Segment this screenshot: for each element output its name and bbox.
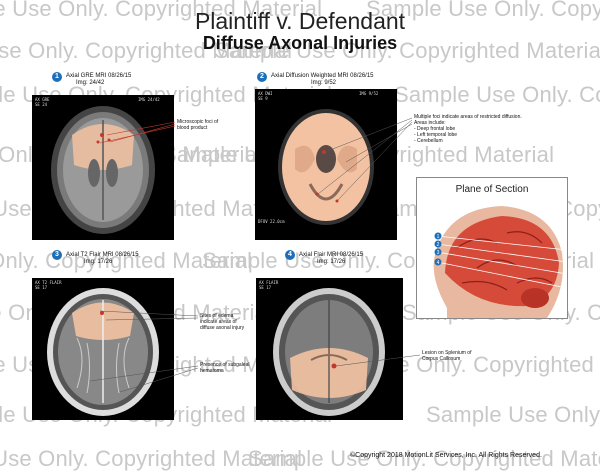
panel-2-note: Multiple foci indicate areas of restrict… [414,114,522,144]
page-title: Plaintiff v. Defendant [194,8,406,34]
head-illustration: 1 2 3 4 [433,206,567,318]
marker-4: 4 [437,260,440,266]
panel-1-badge: 1 [52,72,62,82]
marker-2: 2 [437,242,440,248]
page-subtitle: Diffuse Axonal Injuries [202,33,398,53]
panel-2-badge: 2 [257,72,267,82]
panel-3-badge: 3 [52,250,62,260]
marker-3: 3 [437,250,440,256]
plane-of-section-box: Plane of Section 1 2 3 4 [416,177,568,319]
panel-4-badge: 4 [285,250,295,260]
copyright-notice: ©Copyright 2018 MotionLit Services, Inc.… [350,452,542,459]
marker-1: 1 [437,234,440,240]
plane-of-section-title: Plane of Section [455,184,529,195]
